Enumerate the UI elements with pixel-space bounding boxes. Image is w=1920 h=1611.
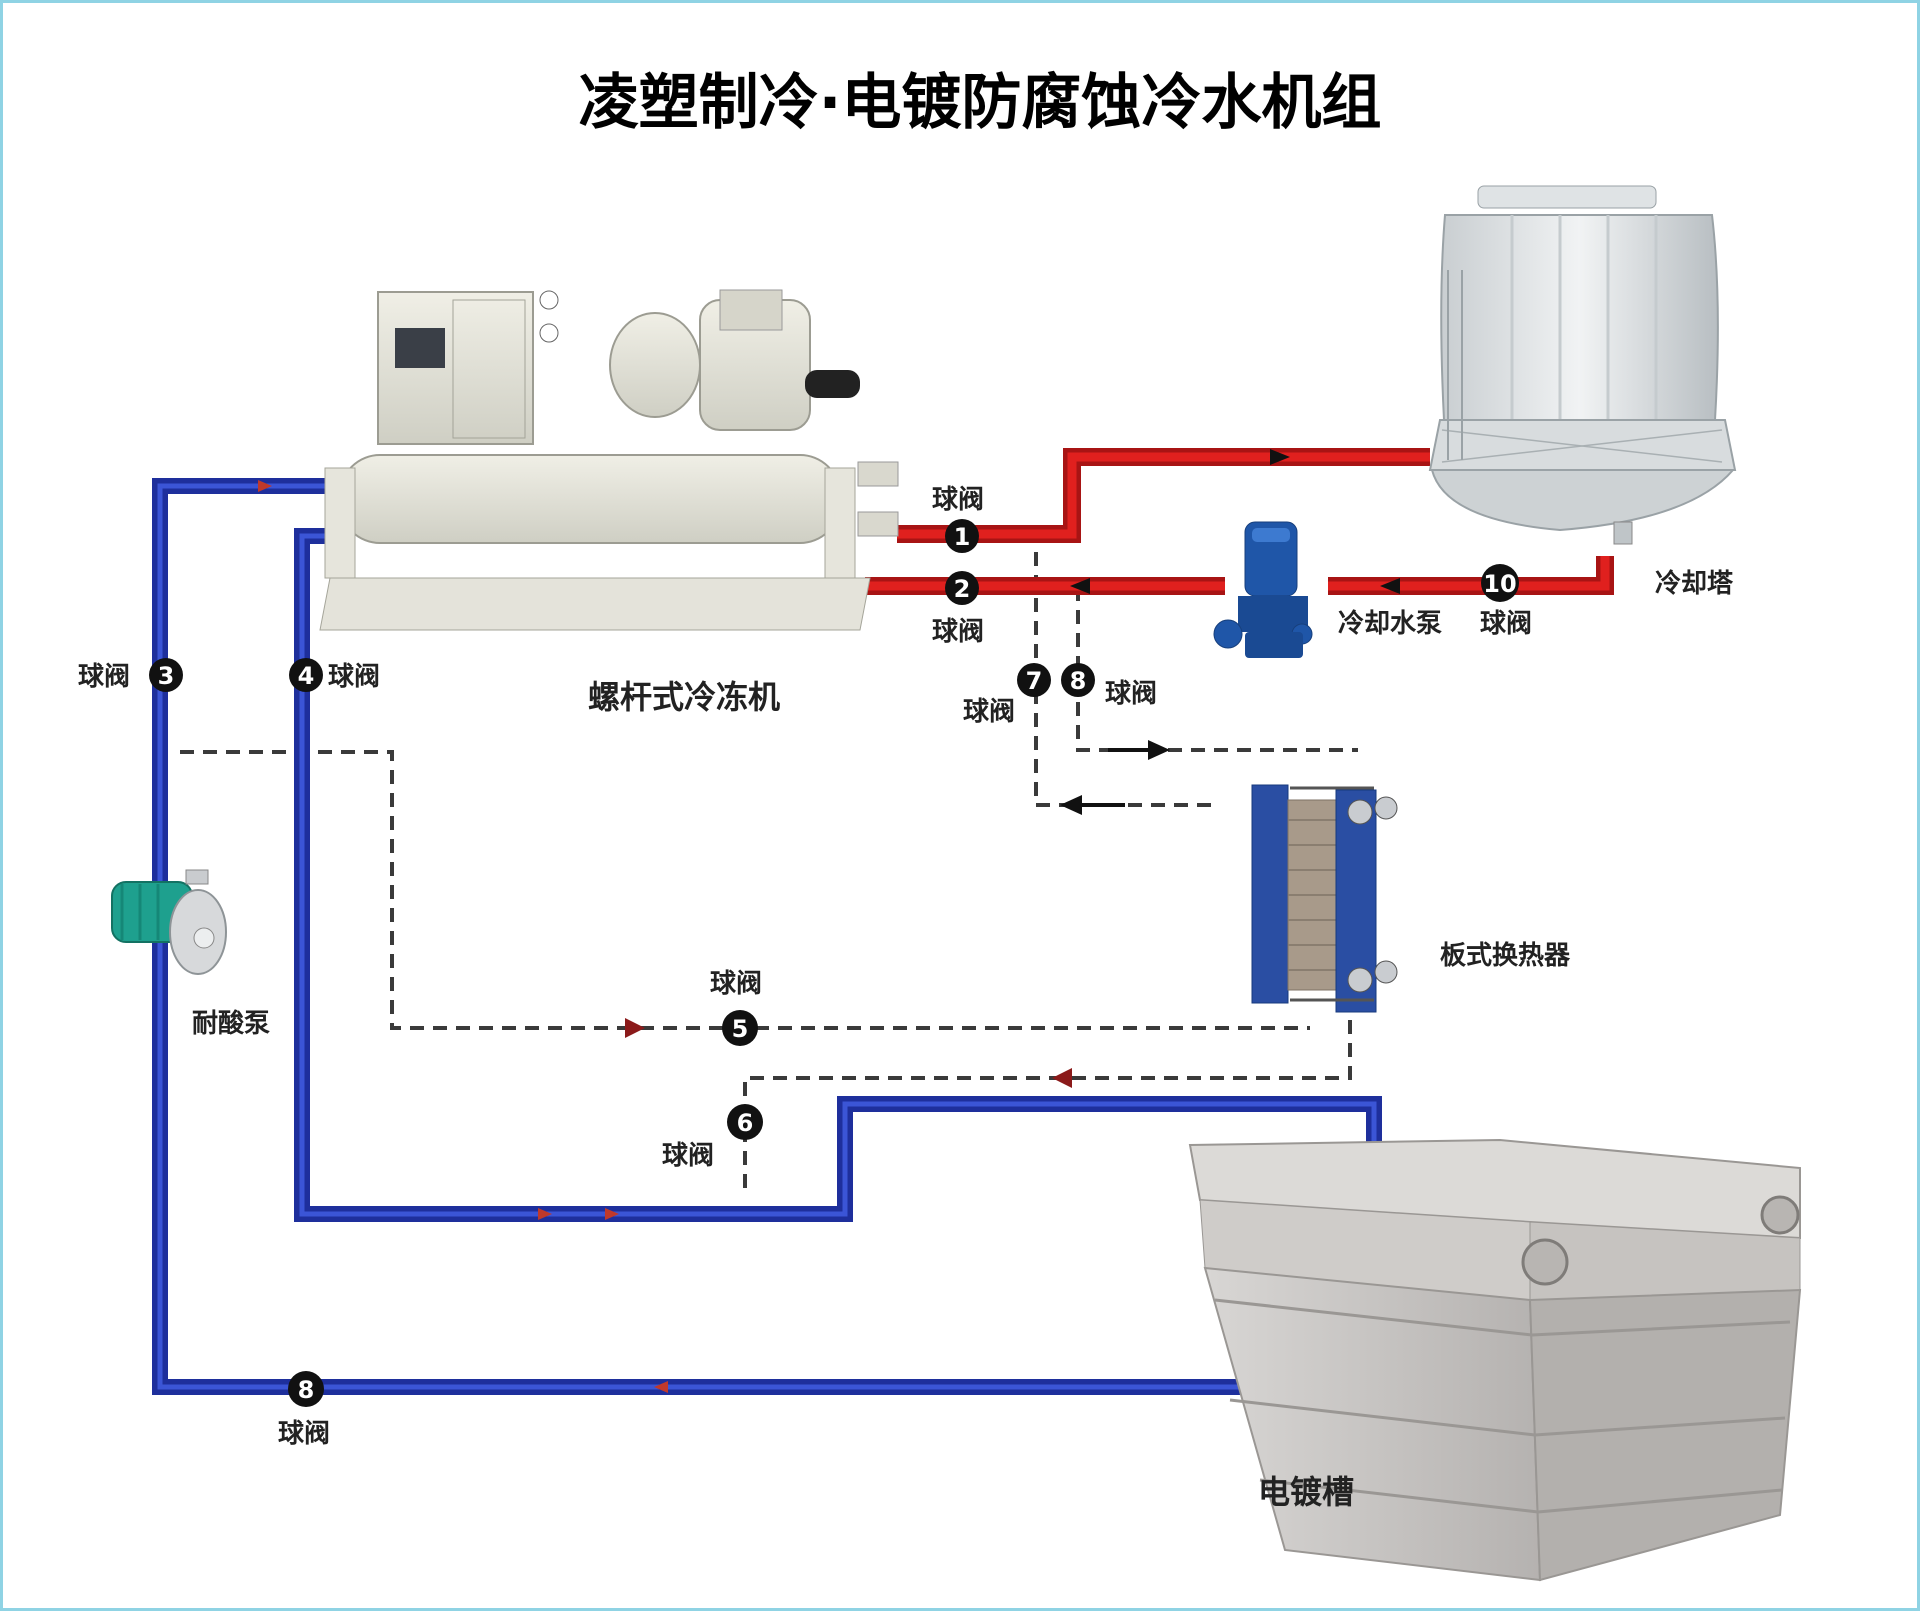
valve-7-label: 球阀 [963, 697, 1015, 727]
valve-number: 8 [298, 1376, 315, 1404]
screw-chiller-image [319, 289, 899, 631]
valve-3-label: 球阀 [78, 662, 130, 692]
valve-number: 2 [954, 575, 971, 603]
cooling-pump-label: 冷却水泵 [1338, 608, 1442, 639]
page-title: 凌塑制冷·电镀防腐蚀冷水机组 [579, 68, 1382, 138]
cooling-water-pump-image [1213, 521, 1313, 658]
valve-6[interactable]: 6 [727, 1104, 763, 1140]
cooling-pipe-arrows [1070, 449, 1400, 594]
dashed-pipe-supply [180, 750, 1310, 1030]
valve-1-label: 球阀 [932, 485, 984, 515]
valve-4[interactable]: 4 [289, 658, 323, 692]
plating-tank-image [1188, 1138, 1802, 1582]
chilled-pipe-arrows [258, 480, 668, 1393]
dashed-arrows [625, 740, 1170, 1088]
valve-8-upper[interactable]: 8 [1061, 663, 1095, 697]
valve-6-label: 球阀 [662, 1141, 714, 1171]
valve-number: 6 [737, 1109, 754, 1137]
valve-number: 5 [732, 1015, 749, 1043]
cooling-tower-image [1428, 185, 1737, 545]
valve-8-lower-label: 球阀 [278, 1419, 330, 1449]
cooling-water-pipes [865, 448, 1614, 595]
acid-pump-image [111, 869, 227, 975]
valve-10[interactable]: 10 [1481, 564, 1519, 602]
valve-number: 8 [1070, 667, 1087, 695]
valve-number: 10 [1483, 570, 1516, 598]
valve-2[interactable]: 2 [945, 571, 979, 605]
valve-number: 7 [1026, 667, 1043, 695]
chiller-label: 螺杆式冷冻机 [588, 678, 780, 716]
control-screen [395, 328, 445, 368]
valve-10-label: 球阀 [1480, 609, 1532, 639]
valve-2-label: 球阀 [932, 617, 984, 647]
valve-8-lower[interactable]: 8 [288, 1371, 324, 1407]
valve-number: 3 [158, 662, 175, 690]
dashed-pipe-7 [1034, 552, 1212, 807]
plating-tank-label: 电镀槽 [1258, 1473, 1354, 1511]
plate-heat-exchanger-image [1251, 784, 1398, 1013]
valve-4-label: 球阀 [328, 662, 380, 692]
heat-exchanger-label: 板式换热器 [1440, 941, 1571, 971]
valve-5[interactable]: 5 [722, 1010, 758, 1046]
cooling-tower-label: 冷却塔 [1655, 568, 1734, 599]
valve-number: 4 [298, 662, 315, 690]
valve-5-label: 球阀 [710, 969, 762, 999]
valve-number: 1 [954, 523, 971, 551]
valve-8-upper-label: 球阀 [1105, 679, 1157, 709]
dashed-pipe-8 [1076, 587, 1358, 752]
valve-7[interactable]: 7 [1017, 663, 1051, 697]
valve-3[interactable]: 3 [149, 658, 183, 692]
acid-pump-label: 耐酸泵 [192, 1009, 270, 1039]
valve-1[interactable]: 1 [945, 519, 979, 553]
